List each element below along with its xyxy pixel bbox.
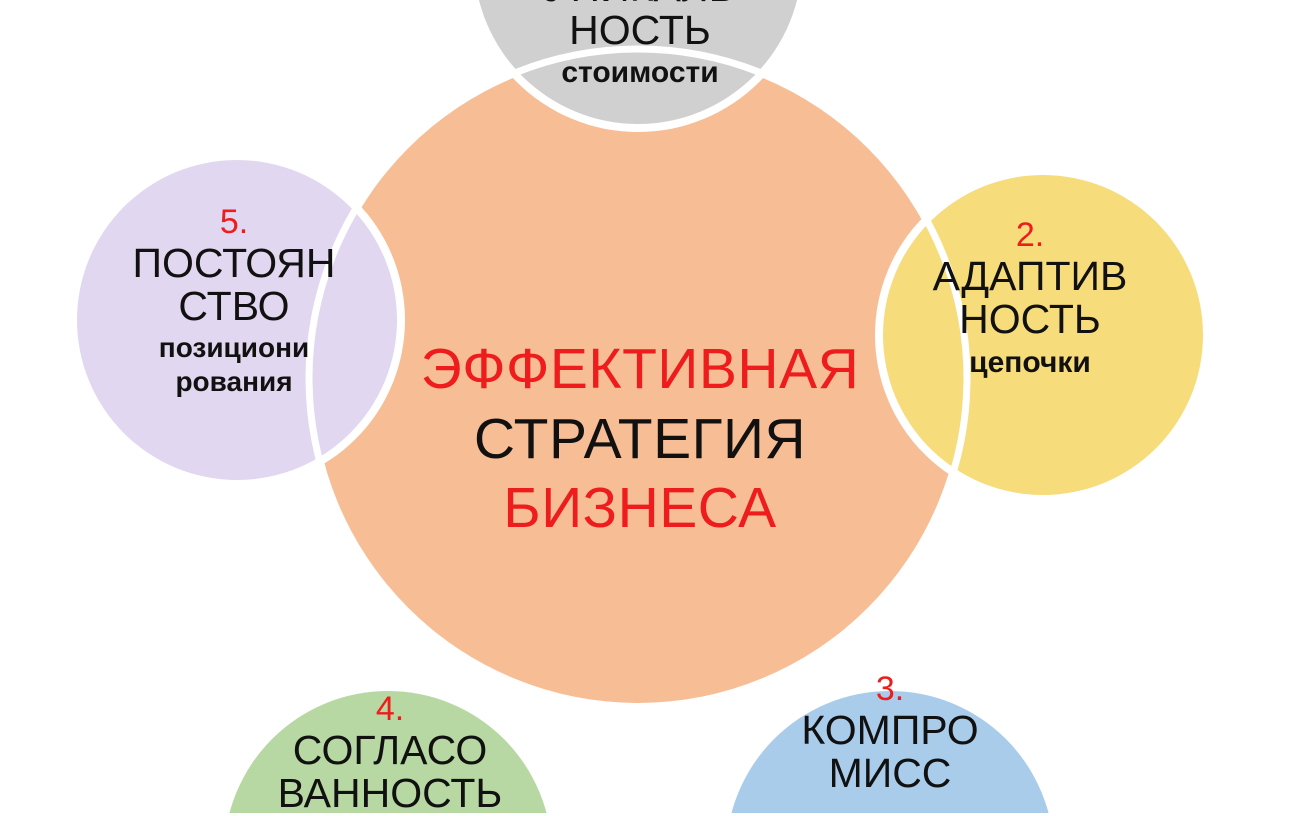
label-uniqueness-line1: УНИКАЛЬ	[455, 0, 825, 9]
label-consistency-line2: ВАННОСТЬ	[277, 769, 503, 816]
center-title-line3: БИЗНЕСА	[503, 476, 777, 541]
bottom-left-circle-consistency[interactable]	[224, 691, 552, 813]
label-uniqueness-line2: НОСТЬ	[569, 6, 711, 53]
center-rim	[305, 45, 971, 711]
center-title: ЭФФЕКТИВНАЯ СТРАТЕГИЯ БИЗНЕСА	[330, 335, 950, 544]
satellite-circles	[77, 0, 1203, 813]
label-uniqueness-sub: стоимости	[561, 56, 719, 90]
label-adaptivity-line1: АДАПТИВ	[932, 253, 1128, 300]
label-consistency-number: 4.	[375, 690, 405, 728]
label-adaptivity: 2. АДАПТИВ НОСТЬ цепочки	[880, 216, 1180, 379]
center-title-line2: СТРАТЕГИЯ	[473, 406, 807, 471]
center-circle-rim	[305, 45, 971, 711]
label-uniqueness: УНИКАЛЬ НОСТЬ стоимости	[455, 0, 825, 88]
label-constancy: 5. ПОСТОЯН СТВО позициони рования	[105, 203, 363, 397]
label-constancy-sub-line1: позициони	[158, 331, 310, 363]
center-circle	[313, 53, 963, 703]
label-consistency-line1: СОГЛАСО	[292, 727, 488, 774]
label-compromise-line2: МИСС	[828, 749, 952, 796]
label-adaptivity-line2: НОСТЬ	[959, 295, 1101, 342]
label-constancy-line1: ПОСТОЯН	[132, 240, 336, 287]
label-adaptivity-sub: цепочки	[969, 345, 1091, 379]
label-compromise: 3. КОМПРО МИСС	[740, 670, 1040, 796]
center-title-line1: ЭФФЕКТИВНАЯ	[420, 337, 860, 401]
bottom-right-circle-compromise[interactable]	[726, 691, 1054, 813]
top-circle-uniqueness[interactable]	[474, 0, 802, 124]
label-compromise-number: 3.	[875, 670, 905, 708]
label-constancy-line2: СТВО	[178, 282, 290, 329]
label-constancy-sub-line2: рования	[175, 365, 293, 397]
center-circle-group	[305, 45, 971, 711]
left-circle-constancy[interactable]	[77, 160, 397, 480]
label-adaptivity-number: 2.	[1015, 216, 1045, 254]
label-constancy-number: 5.	[219, 203, 249, 241]
label-compromise-line1: КОМПРО	[801, 707, 979, 754]
label-consistency: 4. СОГЛАСО ВАННОСТЬ	[240, 690, 540, 816]
